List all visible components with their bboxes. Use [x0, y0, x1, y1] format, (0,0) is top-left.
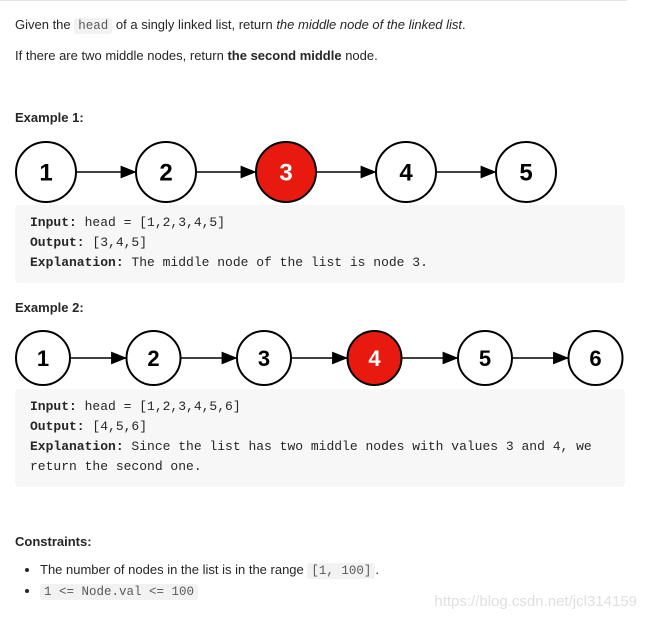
- constraints-list: The number of nodes in the list is in th…: [15, 560, 379, 602]
- text: .: [462, 17, 466, 32]
- explanation-label: Explanation:: [30, 255, 124, 270]
- node-val-code: 1 <= Node.val <= 100: [40, 584, 199, 600]
- middle-node-circle: [346, 330, 403, 386]
- node-value-label: 2: [159, 160, 172, 187]
- list-node-circle: [15, 330, 71, 386]
- node-value-label: 3: [258, 346, 270, 371]
- node-value-label: 4: [368, 346, 381, 371]
- middle-node-circle: [255, 141, 317, 203]
- list-node-circle: [567, 330, 624, 386]
- input-label: Input:: [30, 215, 77, 230]
- bold-text: the second middle: [227, 48, 342, 63]
- list-node-circle: [15, 141, 77, 203]
- output-value: [4,5,6]: [84, 419, 148, 434]
- output-value: [3,4,5]: [84, 235, 148, 250]
- constraints-heading: Constraints:: [15, 534, 92, 549]
- list-node-circle: [125, 330, 182, 386]
- text: .: [375, 562, 380, 577]
- explanation-label: Explanation:: [30, 439, 124, 454]
- input-value: head = [1,2,3,4,5]: [76, 215, 226, 230]
- watermark: https://blog.csdn.net/jcl314159: [434, 593, 637, 610]
- node-value-label: 5: [519, 160, 532, 187]
- text: The number of nodes in the list is in th…: [40, 562, 308, 577]
- node-value-label: 5: [479, 346, 491, 371]
- example1-heading: Example 1:: [15, 110, 84, 125]
- explanation-value: Since the list has two middle nodes with…: [123, 439, 592, 454]
- input-value: head = [1,2,3,4,5,6]: [76, 399, 241, 414]
- explanation-value-line2: return the second one.: [30, 459, 202, 474]
- node-value-label: 1: [39, 160, 52, 187]
- range-code: [1, 100]: [307, 563, 376, 579]
- emphasis-text: the middle node of the linked list: [276, 17, 463, 32]
- example2-heading: Example 2:: [15, 300, 84, 315]
- input-label: Input:: [30, 399, 77, 414]
- head-code: head: [74, 18, 113, 34]
- example2-code-block: Input: head = [1,2,3,4,5,6] Output: [4,5…: [15, 389, 625, 487]
- list-node-circle: [375, 141, 437, 203]
- node-value-label: 4: [399, 160, 413, 187]
- node-value-label: 2: [147, 346, 159, 371]
- node-value-label: 3: [279, 160, 292, 187]
- problem-statement: Given the head of a singly linked list, …: [15, 16, 466, 35]
- text: node.: [341, 48, 378, 63]
- list-node-circle: [457, 330, 513, 386]
- text: If there are two middle nodes, return: [15, 48, 228, 63]
- explanation-value: The middle node of the list is node 3.: [123, 255, 428, 270]
- node-value-label: 6: [589, 346, 601, 371]
- output-label: Output:: [30, 235, 85, 250]
- constraint-item: 1 <= Node.val <= 100: [40, 581, 379, 602]
- list-node-circle: [135, 141, 197, 203]
- constraint-item: The number of nodes in the list is in th…: [40, 560, 379, 581]
- problem-note: If there are two middle nodes, return th…: [15, 47, 378, 65]
- text: of a singly linked list, return: [112, 17, 277, 32]
- node-value-label: 1: [37, 346, 49, 371]
- top-divider: [0, 0, 627, 1]
- text: Given the: [15, 17, 75, 32]
- list-node-circle: [495, 141, 557, 203]
- output-label: Output:: [30, 419, 85, 434]
- example1-linked-list-diagram: 1 2 3 4 5: [15, 141, 557, 203]
- list-node-circle: [236, 330, 292, 386]
- example1-code-block: Input: head = [1,2,3,4,5] Output: [3,4,5…: [15, 205, 625, 283]
- example2-linked-list-diagram: 1 2 3 4 5 6: [15, 330, 624, 386]
